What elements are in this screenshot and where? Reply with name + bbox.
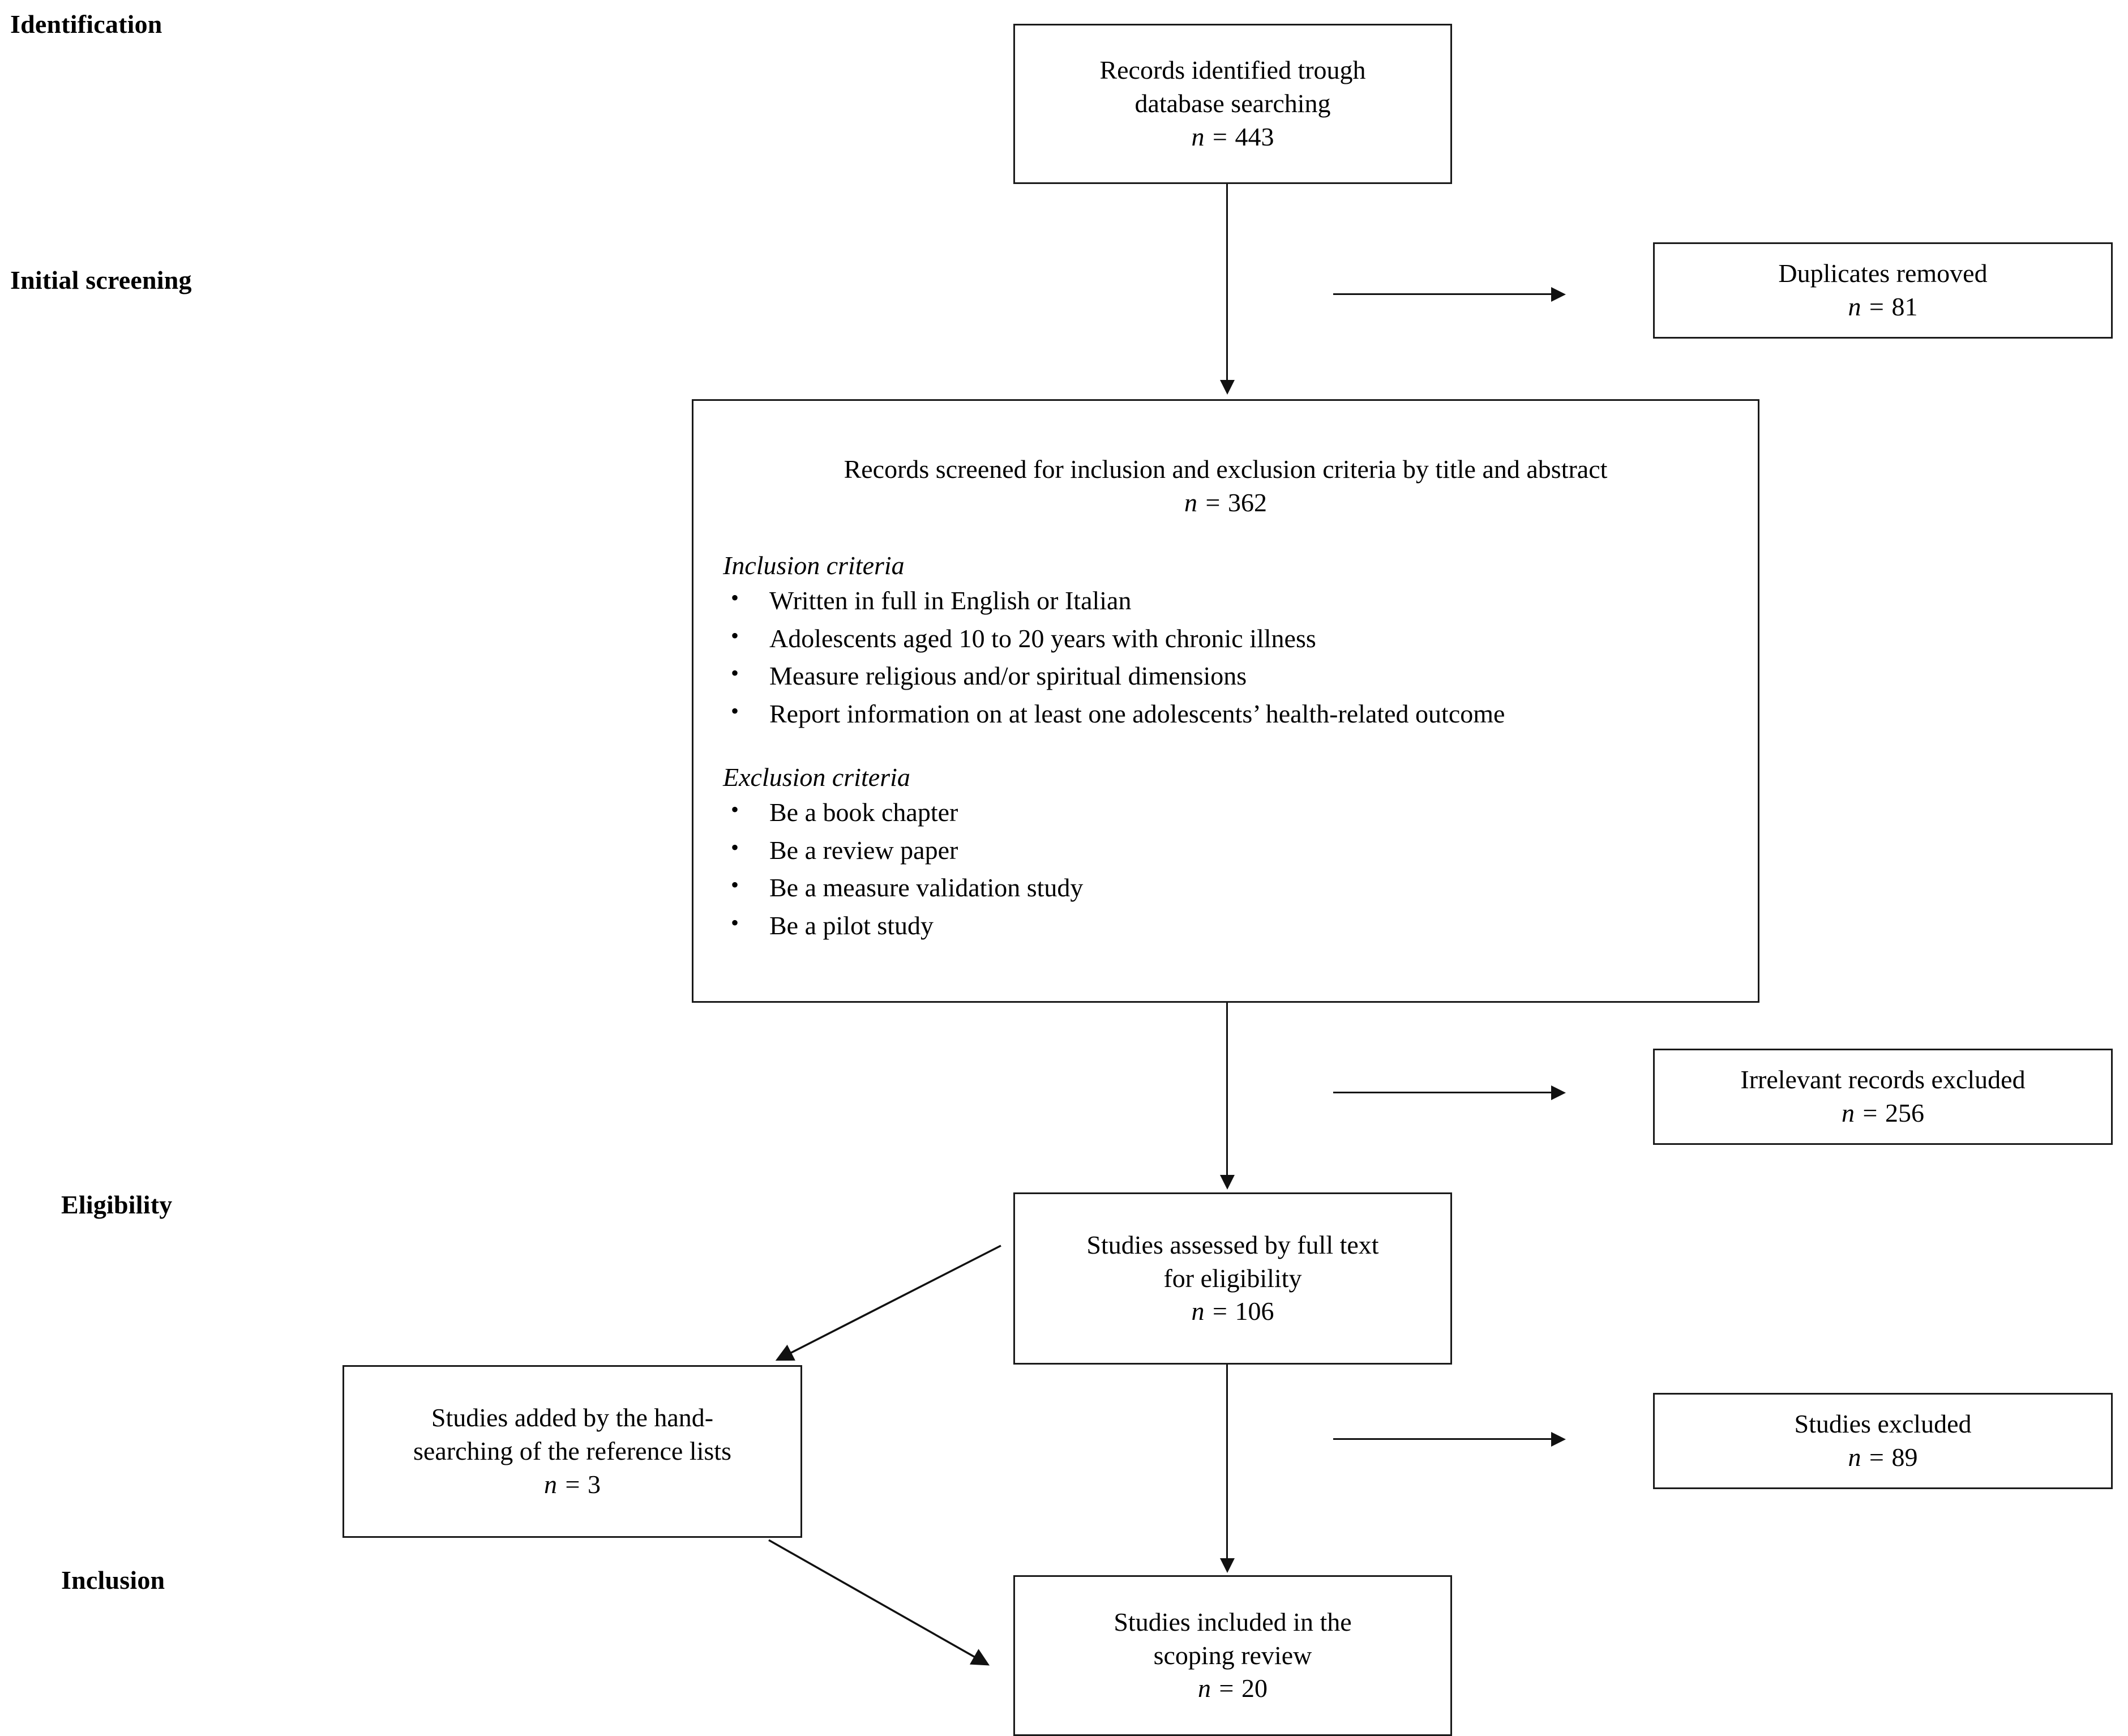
stage-label-initial-screening-text: Initial screening [10, 266, 192, 294]
bullet-icon: • [731, 698, 739, 724]
node-studies-excluded: Studies excluded n = 89 [1653, 1393, 2113, 1489]
connector-identified-to-screened [1226, 184, 1228, 380]
stage-label-inclusion: Inclusion [61, 1566, 165, 1595]
exclusion-criteria-list: • Be a book chapter • Be a review paper … [723, 796, 1728, 943]
connector-to-irrelevant [1333, 1092, 1551, 1093]
connector-to-duplicates [1333, 293, 1551, 295]
node-records-identified: Records identified trough database searc… [1013, 24, 1452, 184]
node-studies-added-handsearching-count: n = 3 [543, 1469, 601, 1499]
node-studies-added-handsearching-line-1: Studies added by the hand- [431, 1403, 714, 1433]
node-records-identified-line-1: Records identified trough [1099, 55, 1366, 85]
node-studies-included-scoping-review-line-1: Studies included in the [1114, 1607, 1352, 1636]
stage-label-initial-screening: Initial screening [10, 266, 192, 295]
exclusion-criteria-item: • Be a book chapter [723, 796, 1728, 830]
exclusion-criteria-item: • Be a measure validation study [723, 871, 1728, 905]
node-duplicates-removed-count: n = 81 [1848, 292, 1918, 321]
node-studies-assessed-full-text: Studies assessed by full text for eligib… [1013, 1192, 1452, 1365]
node-records-screened: Records screened for inclusion and exclu… [692, 399, 1759, 1003]
arrowhead-screened-to-fulltext [1220, 1175, 1235, 1190]
node-records-screened-header: Records screened for inclusion and exclu… [723, 453, 1728, 520]
inclusion-criteria-list: • Written in full in English or Italian … [723, 584, 1728, 732]
node-records-identified-count: n = 443 [1191, 122, 1274, 151]
arrowhead-to-irrelevant [1551, 1085, 1566, 1100]
exclusion-criteria-item-text: Be a book chapter [769, 797, 958, 827]
connector-handsearch-to-included [768, 1539, 990, 1666]
exclusion-criteria-item-text: Be a review paper [769, 835, 958, 865]
arrowhead-identified-to-screened [1220, 380, 1235, 395]
inclusion-criteria-item: • Adolescents aged 10 to 20 years with c… [723, 622, 1728, 656]
node-irrelevant-records-excluded-line-1: Irrelevant records excluded [1740, 1065, 2026, 1094]
connector-to-excluded [1333, 1438, 1551, 1440]
node-studies-included-scoping-review-line-2: scoping review [1153, 1640, 1312, 1670]
node-records-screened-body: Records screened for inclusion and exclu… [693, 438, 1758, 964]
stage-label-identification-text: Identification [10, 10, 162, 39]
inclusion-criteria-item: • Measure religious and/or spiritual dim… [723, 659, 1728, 694]
node-studies-assessed-full-text-line-1: Studies assessed by full text [1086, 1230, 1379, 1259]
exclusion-criteria-item-text: Be a pilot study [769, 911, 934, 940]
inclusion-criteria-title: Inclusion criteria [723, 551, 905, 580]
connector-fulltext-to-included [1226, 1365, 1228, 1558]
inclusion-criteria-item-text: Written in full in English or Italian [769, 586, 1132, 615]
node-duplicates-removed: Duplicates removed n = 81 [1653, 242, 2113, 339]
inclusion-criteria-item: • Report information on at least one ado… [723, 697, 1728, 732]
node-records-screened-line-1: Records screened for inclusion and exclu… [844, 455, 1608, 484]
node-records-identified-line-2: database searching [1134, 89, 1331, 118]
bullet-icon: • [731, 796, 739, 822]
node-studies-added-handsearching: Studies added by the hand- searching of … [342, 1365, 802, 1538]
node-duplicates-removed-line-1: Duplicates removed [1778, 259, 1988, 288]
node-studies-excluded-line-1: Studies excluded [1794, 1409, 1972, 1439]
node-studies-included-scoping-review-count: n = 20 [1197, 1674, 1268, 1703]
bullet-icon: • [731, 872, 739, 898]
bullet-icon: • [731, 585, 739, 610]
node-studies-assessed-full-text-line-2: for eligibility [1163, 1263, 1302, 1293]
node-studies-added-handsearching-line-2: searching of the reference lists [413, 1436, 731, 1466]
stage-label-inclusion-text: Inclusion [61, 1566, 165, 1594]
bullet-icon: • [731, 834, 739, 860]
node-studies-included-scoping-review: Studies included in the scoping review n… [1013, 1575, 1452, 1736]
inclusion-criteria-item-text: Measure religious and/or spiritual dimen… [769, 661, 1247, 691]
stage-label-eligibility: Eligibility [61, 1190, 173, 1220]
arrowhead-to-duplicates [1551, 287, 1566, 302]
connector-fulltext-to-handsearch [775, 1245, 1001, 1361]
inclusion-criteria-item-text: Adolescents aged 10 to 20 years with chr… [769, 623, 1316, 653]
inclusion-criteria-item-text: Report information on at least one adole… [769, 699, 1505, 729]
arrowhead-fulltext-to-included [1220, 1558, 1235, 1573]
node-studies-excluded-count: n = 89 [1848, 1443, 1918, 1472]
node-irrelevant-records-excluded: Irrelevant records excluded n = 256 [1653, 1049, 2113, 1145]
node-studies-assessed-full-text-count: n = 106 [1191, 1297, 1274, 1326]
exclusion-criteria-item: • Be a review paper [723, 833, 1728, 868]
bullet-icon: • [731, 660, 739, 686]
exclusion-criteria-title: Exclusion criteria [723, 762, 910, 792]
connector-screened-to-fulltext [1226, 1002, 1228, 1175]
node-records-screened-count: n = 362 [1184, 488, 1268, 518]
exclusion-criteria-item-text: Be a measure validation study [769, 873, 1084, 903]
bullet-icon: • [731, 910, 739, 936]
node-irrelevant-records-excluded-count: n = 256 [1841, 1098, 1925, 1127]
bullet-icon: • [731, 622, 739, 648]
inclusion-criteria-item: • Written in full in English or Italian [723, 584, 1728, 618]
stage-label-eligibility-text: Eligibility [61, 1190, 173, 1219]
arrowhead-to-excluded [1551, 1432, 1566, 1447]
exclusion-criteria-item: • Be a pilot study [723, 909, 1728, 943]
stage-label-identification: Identification [10, 10, 162, 39]
